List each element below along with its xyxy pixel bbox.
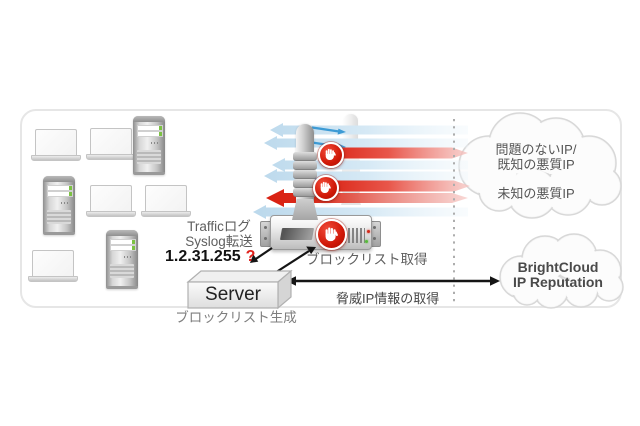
laptop-icon: [141, 185, 191, 217]
ip-question-flag: ?: [245, 248, 256, 265]
blocklist-fetch-label: ブロックリスト取得: [306, 252, 428, 267]
cloud-ip-label-line2: 既知の悪質IP: [497, 157, 575, 172]
stop-hand-icon: [313, 175, 339, 201]
traffic-log-label-line2: Syslog転送: [185, 234, 253, 249]
led-green: [365, 240, 368, 243]
blocked-ip-address: 1.2.31.255?: [165, 248, 255, 266]
cloud-ip-label-line3: 未知の悪質IP: [497, 186, 575, 201]
server-tower-icon: [106, 230, 138, 289]
antenna-rib: [293, 188, 317, 197]
stop-hand-icon: [316, 219, 347, 250]
server-tower-icon: [43, 176, 75, 235]
traffic-log-label-line1: Trafficログ: [187, 219, 251, 234]
cloud-ip-label-line1: 問題のないIP/: [495, 142, 577, 157]
laptop-icon: [31, 129, 81, 161]
antenna-rib: [293, 152, 317, 161]
brightcloud-label-line1: BrightCloud: [517, 259, 599, 275]
antenna-rib: [293, 179, 317, 188]
appliance-vent: [279, 228, 315, 240]
antenna-base: [292, 199, 318, 220]
server-label: Server: [205, 284, 261, 305]
brightcloud-label-line2: IP Reputation: [513, 274, 603, 290]
server-tower-icon: [133, 116, 165, 175]
laptop-icon: [86, 128, 136, 160]
blocklist-generate-label: ブロックリスト生成: [175, 310, 297, 325]
led-red: [367, 230, 370, 233]
antenna-rib: [293, 170, 317, 179]
antenna-rib: [293, 161, 317, 170]
ip-value: 1.2.31.255: [165, 248, 241, 265]
laptop-icon: [28, 250, 78, 282]
laptop-icon: [86, 185, 136, 217]
stop-hand-icon: [318, 142, 344, 168]
threat-fetch-label: 脅威IP情報の取得: [336, 291, 440, 306]
